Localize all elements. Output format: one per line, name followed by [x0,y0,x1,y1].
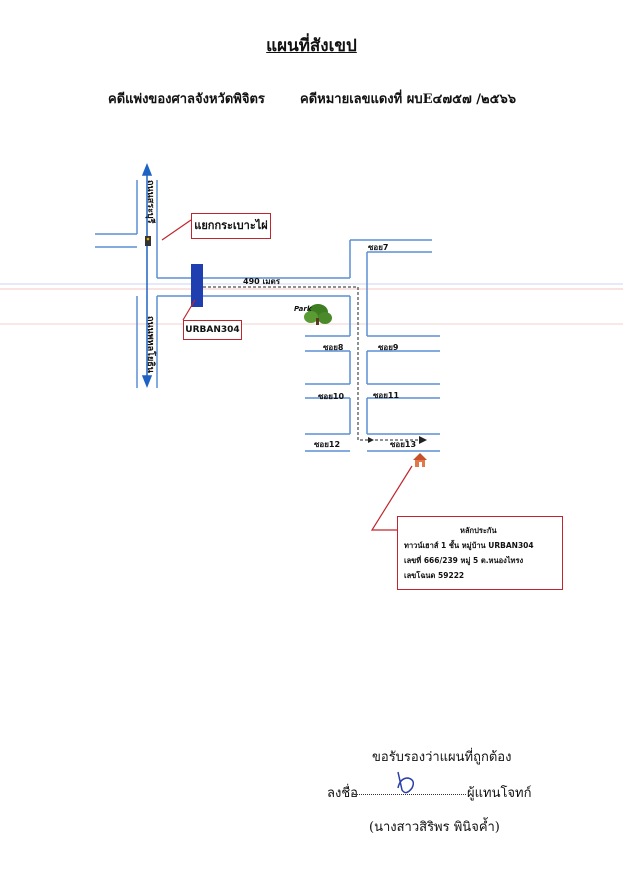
collateral-info-box: หลักประกัน ทาวน์เฮาส์ 1 ชั้น หมู่บ้าน UR… [397,516,563,590]
entrance-marker [191,264,203,307]
signature-line [354,794,466,795]
park-tree-icon [304,304,332,325]
certify-text: ขอรับรองว่าแผนที่ถูกต้อง [372,750,512,765]
court-name: คดีแพ่งของศาลจังหวัดพิจิตร [108,92,265,107]
traffic-light-icon [145,236,151,246]
north-south-arrow [141,162,153,389]
soi-label: ซอย10 [318,392,345,401]
signature-mark [397,771,415,794]
soi-label: ซอย13 [390,440,417,449]
road-label-top: ถนนสระบุรี [145,180,155,224]
callout-leaders [161,219,413,531]
signer-name: (นางสาวสิริพร พินิจค้ำ) [369,820,500,835]
soi-label: ซอย12 [314,440,341,449]
soi-label: ซอย7 [368,243,389,252]
sign-label: ลงชื่อ [327,786,358,801]
road-label-bottom: ถนนพหลโยธิน [145,316,155,373]
intersection-callout: แยกกระเบาะไผ่ [191,213,271,239]
distance-label: 490 เมตร [243,277,280,286]
page-title: แผนที่สังเขป [266,36,357,56]
info-line: ทาวน์เฮาส์ 1 ชั้น หมู่บ้าน URBAN304 [404,541,534,550]
house-icon [413,453,427,467]
entrance-callout: URBAN304 [183,320,242,340]
soi-label: ซอย8 [323,343,344,352]
signer-role: ผู้แทนโจทก์ [467,786,532,801]
case-number: คดีหมายเลขแดงที่ ผบE๔๗๕๗ /๒๕๖๖ [300,92,516,107]
soi-label: ซอย11 [373,391,400,400]
park-label: Park [294,305,312,313]
info-line: เลขที่ 666/239 หมู่ 5 ต.หนองไทรง [404,556,524,565]
road-lines [95,180,440,452]
info-heading: หลักประกัน [460,526,497,535]
info-line: เลขโฉนด 59222 [404,571,465,580]
soi-label: ซอย9 [378,343,399,352]
route-path [203,286,420,441]
